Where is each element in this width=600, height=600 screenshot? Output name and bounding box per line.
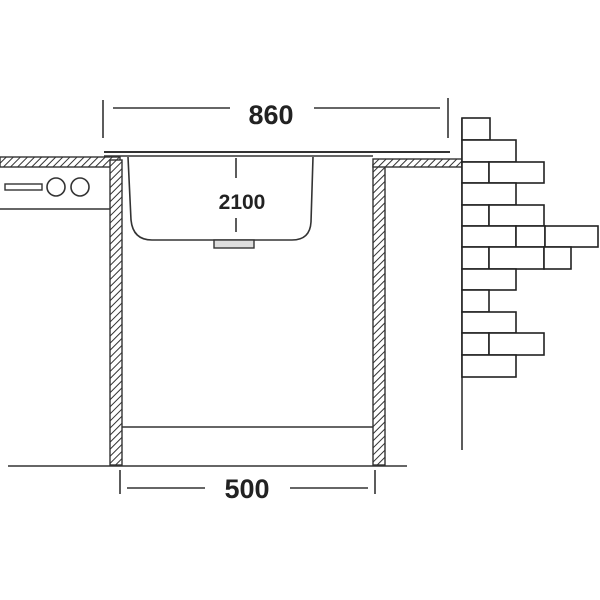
dimension-label-500: 500 (224, 474, 269, 504)
cooktop (4, 177, 90, 197)
dimension-label-2100: 2100 (219, 191, 266, 214)
countertop-left (0, 156, 121, 210)
burner-icon (70, 177, 90, 197)
dimension-label-860: 860 (248, 100, 293, 130)
cabinet-left-wall (109, 159, 123, 466)
burner-icon (46, 177, 66, 197)
dimension-2100: 2100 (219, 158, 266, 232)
drain-icon (213, 239, 255, 249)
brick-wall (461, 117, 599, 450)
dimension-860: 860 (102, 98, 449, 138)
dimension-500: 500 (119, 470, 376, 504)
cooktop-control-icon (4, 183, 43, 191)
cabinet-right-wall (372, 164, 386, 466)
sink-bowl (104, 151, 450, 249)
countertop-right (372, 158, 463, 168)
